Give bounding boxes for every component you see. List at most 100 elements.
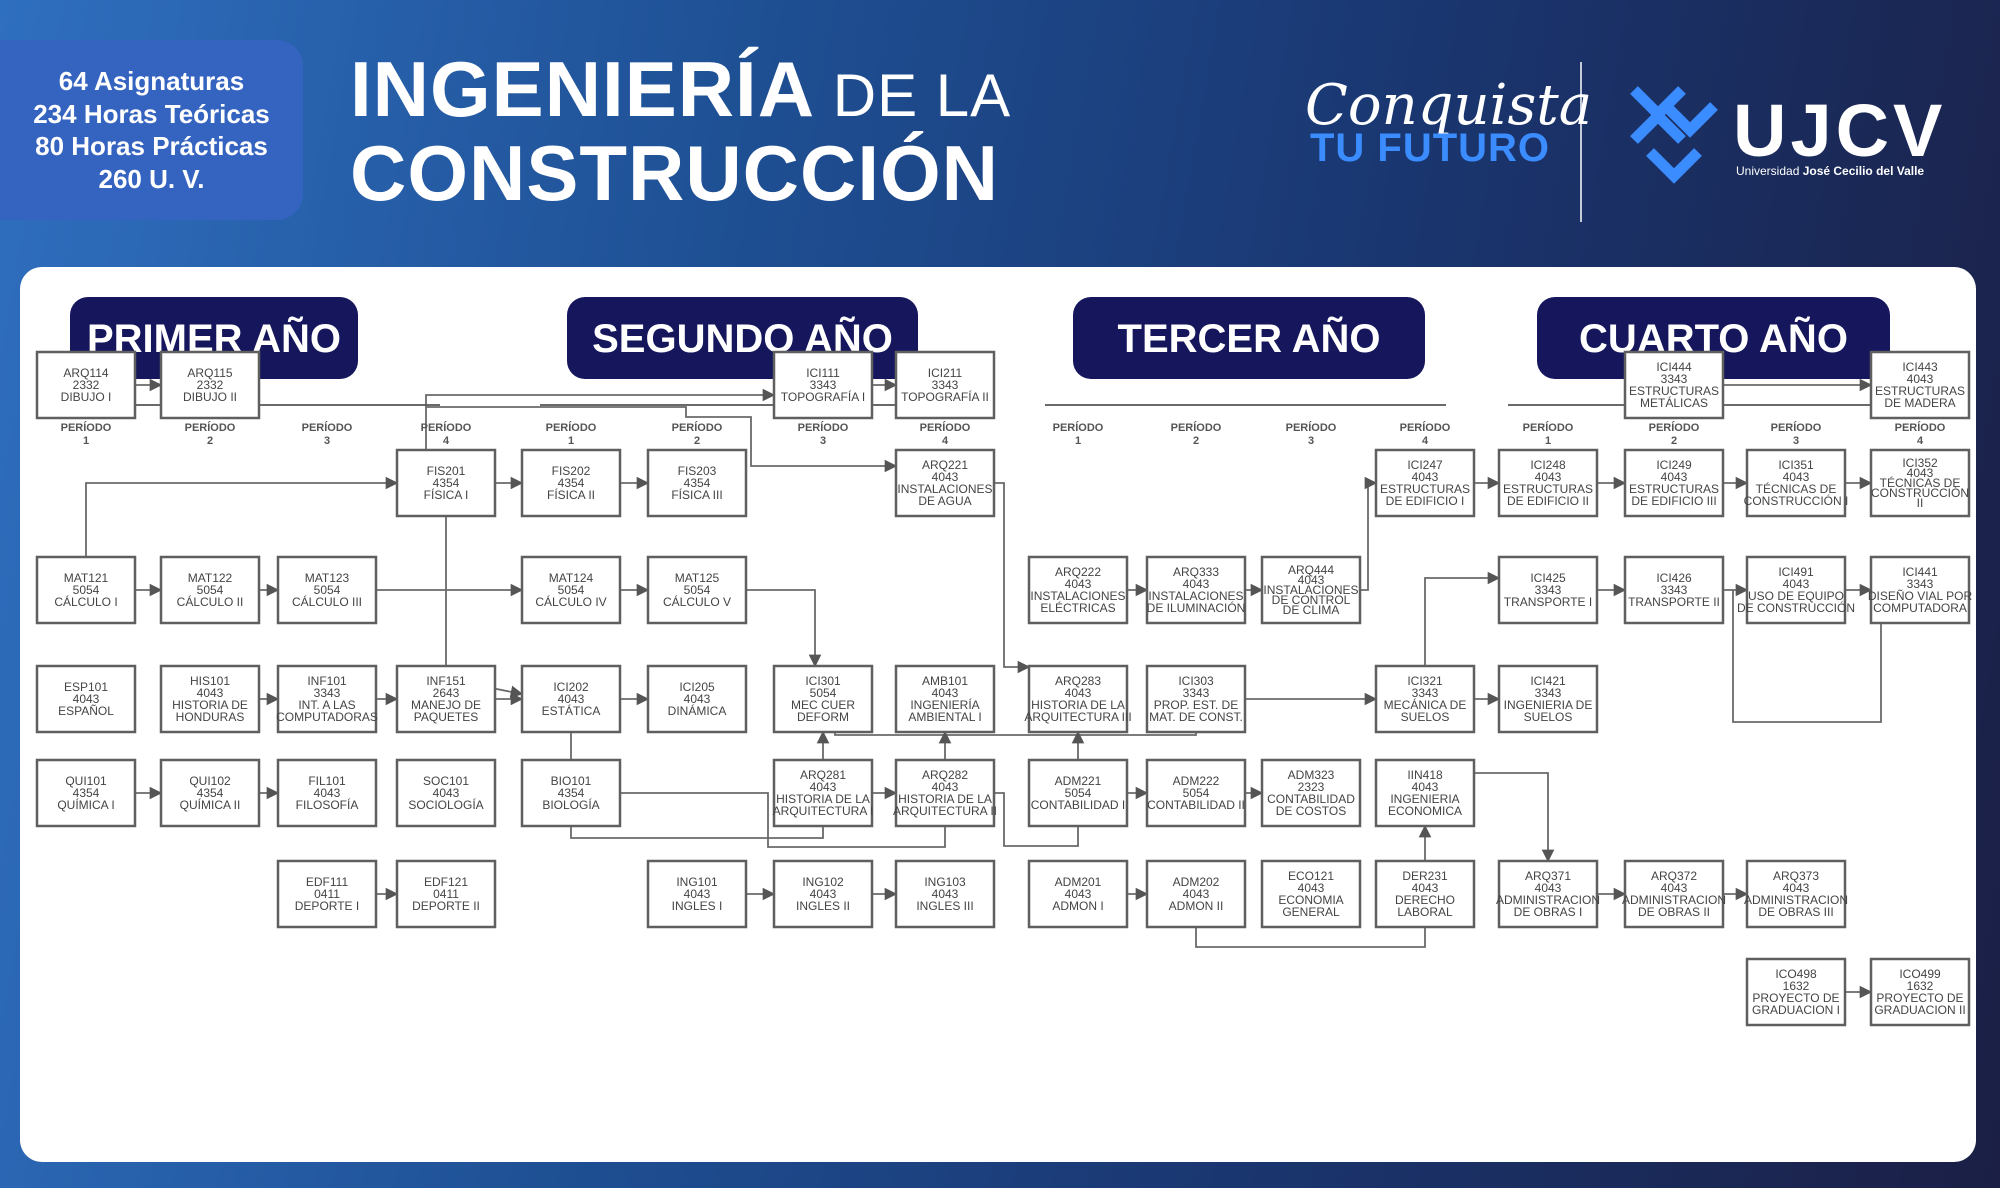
course-line: 4043	[684, 887, 711, 901]
course-line: 3343	[1183, 686, 1210, 700]
course-line: 4043	[932, 686, 959, 700]
course-line: TRANSPORTE II	[1628, 595, 1720, 609]
course-line: DE CLIMA	[1283, 603, 1340, 617]
course-line: TÉCNICAS DE	[1880, 475, 1961, 490]
course-line: USO DE EQUIPO	[1748, 589, 1844, 603]
svg-text:PERÍODO: PERÍODO	[61, 421, 112, 434]
course-line: DE AGUA	[918, 494, 971, 508]
course-line: 4043	[1412, 470, 1439, 484]
course-line: ADMON II	[1169, 899, 1224, 913]
svg-text:3: 3	[324, 435, 330, 447]
course-line: SOCIOLOGÍA	[408, 797, 483, 812]
course-line: METÁLICAS	[1640, 395, 1708, 410]
course-line: 5054	[1065, 786, 1092, 800]
course-line: CONTABILIDAD I	[1031, 798, 1125, 812]
course-line: FILOSOFÍA	[296, 797, 359, 812]
course-line: ICI421	[1530, 674, 1566, 688]
course-line: SUELOS	[1524, 710, 1573, 724]
svg-text:4: 4	[1917, 435, 1924, 447]
page-title: INGENIERÍA DE LA CONSTRUCCIÓN	[350, 50, 1011, 212]
course-line: AMB101	[922, 674, 968, 688]
course-line: MANEJO DE	[411, 698, 481, 712]
course-line: MAT122	[188, 571, 233, 585]
course-line: MAT125	[675, 571, 720, 585]
brand-name: UJCV	[1733, 89, 1947, 172]
course-line: CONTABILIDAD II	[1147, 798, 1245, 812]
course-line: GRADUACION II	[1874, 1003, 1965, 1017]
course-line: QUÍMICA II	[180, 797, 241, 812]
course-line: FÍSICA II	[547, 487, 595, 502]
stat-subjects: 64 Asignaturas	[58, 66, 245, 96]
svg-text:2: 2	[207, 435, 213, 447]
course-line: CONSTRUCCIÓN	[1871, 485, 1969, 500]
course-line: 4043	[810, 780, 837, 794]
course-line: DE OBRAS I	[1514, 905, 1583, 919]
course-line: ARQUITECTURA III	[1024, 710, 1131, 724]
course-line: ARQ373	[1773, 869, 1819, 883]
course-line: HISTORIA DE LA	[898, 792, 992, 806]
stats-box: 64 Asignaturas 234 Horas Teóricas 80 Hor…	[0, 40, 303, 220]
course-line: ADMON I	[1052, 899, 1103, 913]
course-line: 5054	[73, 583, 100, 597]
course-line: AMBIENTAL I	[908, 710, 981, 724]
prerequisite-arrow	[746, 589, 822, 668]
course-line: EDF121	[424, 875, 468, 889]
course-line: 3343	[810, 378, 837, 392]
course-line: DE EDIFICIO III	[1631, 494, 1716, 508]
course-line: ICI211	[928, 366, 963, 380]
course-line: ADM222	[1173, 774, 1220, 788]
course-line: MEC CUER	[791, 698, 855, 712]
svg-text:PERÍODO: PERÍODO	[1523, 421, 1574, 434]
svg-text:4: 4	[942, 435, 949, 447]
course-line: MAT124	[549, 571, 594, 585]
course-line: 4043	[1907, 466, 1934, 480]
course-line: DISEÑO VIAL POR	[1868, 589, 1973, 603]
course-line: HONDURAS	[176, 710, 245, 724]
svg-text:1: 1	[1075, 435, 1081, 447]
course-line: INT. A LAS	[298, 698, 355, 712]
course-line: 3343	[1535, 686, 1562, 700]
course-line: ICI301	[805, 674, 841, 688]
course-line: ING103	[924, 875, 966, 889]
course-line: HIS101	[190, 674, 230, 688]
course-line: GRADUACION I	[1752, 1003, 1840, 1017]
header-divider	[1580, 62, 1582, 222]
course-line: CÁLCULO II	[177, 594, 244, 609]
course-line: CONSTRUCCIÓN I	[1744, 493, 1849, 508]
svg-text:2: 2	[1671, 435, 1677, 447]
course-line: DEFORM	[797, 710, 849, 724]
svg-text:PERÍODO: PERÍODO	[1895, 421, 1946, 434]
course-line: ICI491	[1778, 565, 1814, 579]
course-line: DER231	[1402, 869, 1448, 883]
course-line: INGENIERIA DE	[1504, 698, 1593, 712]
course-line: 2332	[197, 378, 224, 392]
svg-text:PERÍODO: PERÍODO	[185, 421, 236, 434]
course-line: PROYECTO DE	[1752, 991, 1839, 1005]
course-line: EDF111	[306, 875, 349, 889]
slogan-line-1: Conquista	[1305, 73, 1593, 138]
course-line: DE EDIFICIO II	[1507, 494, 1589, 508]
course-line: CÁLCULO IV	[535, 594, 606, 609]
course-line: BIO101	[551, 774, 592, 788]
